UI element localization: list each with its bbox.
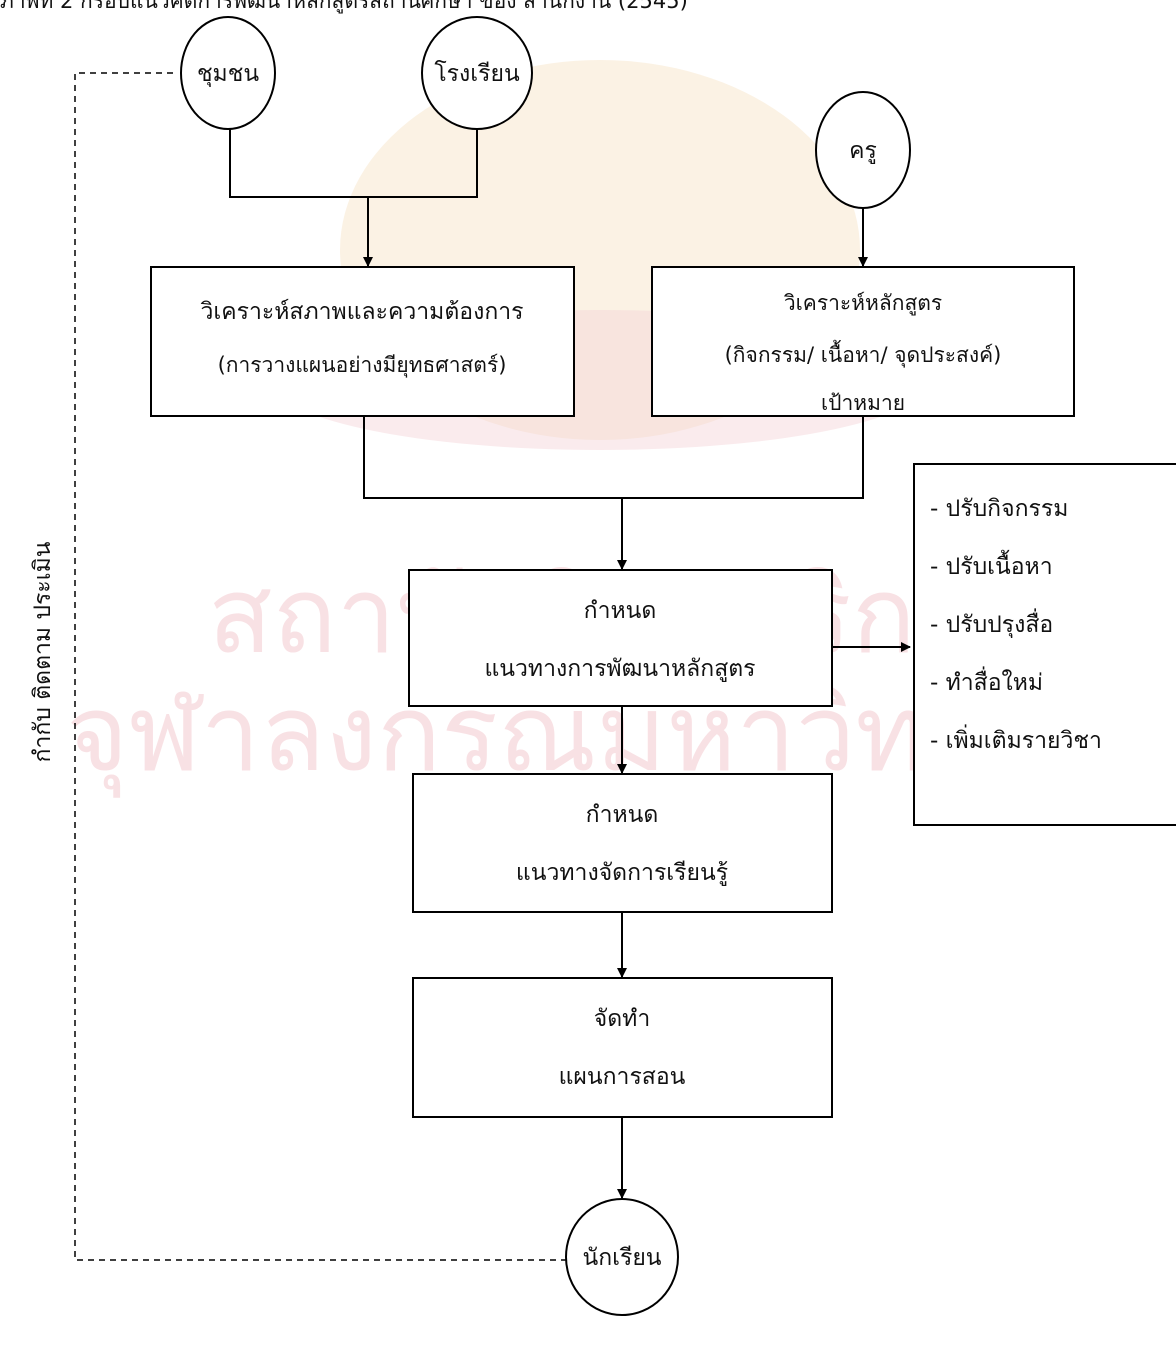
node-teacher-label: ครู xyxy=(849,138,877,164)
node-teacher: ครู xyxy=(815,91,911,209)
action-item: - ปรับเนื้อหา xyxy=(930,550,1053,580)
node-community-label: ชุมชน xyxy=(197,61,259,87)
connector-community-school xyxy=(229,129,478,198)
curriculum-analysis-goal: เป้าหมาย xyxy=(821,391,905,415)
curriculum-direction-title: กำหนด xyxy=(584,598,657,624)
curriculum-direction-subtitle: แนวทางการพัฒนาหลักสูตร xyxy=(484,656,755,682)
feedback-label: กำกับ ติดตาม ประเมิน xyxy=(30,541,56,762)
box-learning-direction: กำหนด แนวทางจัดการเรียนรู้ xyxy=(412,773,833,913)
lesson-plan-subtitle: แผนการสอน xyxy=(559,1064,686,1090)
figure-caption: ภาพที่ 2 กรอบแนวคิดการพัฒนาหลักสูตรสถานศ… xyxy=(0,0,688,14)
box-curriculum-direction: กำหนด แนวทางการพัฒนาหลักสูตร xyxy=(408,569,833,707)
node-school-label: โรงเรียน xyxy=(434,60,520,87)
node-school: โรงเรียน xyxy=(421,16,533,130)
action-item: - เพิ่มเติมรายวิชา xyxy=(930,724,1102,754)
node-student-label: นักเรียน xyxy=(582,1245,661,1271)
node-student: นักเรียน xyxy=(565,1198,679,1316)
box-lesson-plan: จัดทำ แผนการสอน xyxy=(412,977,833,1118)
learning-direction-title: กำหนด xyxy=(586,802,659,828)
box-curriculum-analysis: วิเคราะห์หลักสูตร (กิจกรรม/ เนื้อหา/ จุด… xyxy=(651,266,1075,417)
box-needs-analysis: วิเคราะห์สภาพและความต้องการ (การวางแผนอย… xyxy=(150,266,575,417)
lesson-plan-title: จัดทำ xyxy=(594,1006,651,1032)
needs-analysis-subtitle: (การวางแผนอย่างมียุทธศาสตร์) xyxy=(218,353,507,378)
learning-direction-subtitle: แนวทางจัดการเรียนรู้ xyxy=(516,860,728,886)
connector-merge xyxy=(363,416,864,499)
box-actions: - ปรับกิจกรรม - ปรับเนื้อหา - ปรับปรุงสื… xyxy=(913,463,1176,826)
action-item: - ปรับปรุงสื่อ xyxy=(930,608,1053,638)
curriculum-analysis-title: วิเคราะห์หลักสูตร xyxy=(784,291,943,316)
node-community: ชุมชน xyxy=(180,16,276,130)
feedback-loop-line xyxy=(74,72,567,1261)
curriculum-analysis-subtitle: (กิจกรรม/ เนื้อหา/ จุดประสงค์) xyxy=(725,340,1002,368)
action-item: - ปรับกิจกรรม xyxy=(930,496,1068,522)
action-item: - ทำสื่อใหม่ xyxy=(930,666,1043,696)
needs-analysis-title: วิเคราะห์สภาพและความต้องการ xyxy=(200,298,523,325)
